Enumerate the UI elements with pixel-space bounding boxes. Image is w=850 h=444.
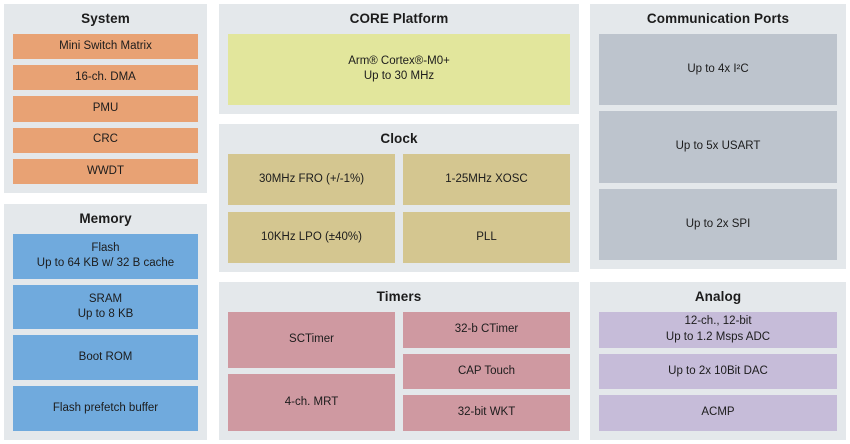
panel-title-core-platform: CORE Platform <box>349 11 449 26</box>
block-label: Up to 4x I²C <box>687 62 749 75</box>
panel-analog: Analog 12-ch., 12-bit Up to 1.2 Msps ADC… <box>590 282 846 440</box>
block-label: Up to 5x USART <box>675 140 761 153</box>
block-text: Flash Up to 64 KB w/ 32 B cache <box>37 241 174 272</box>
block-sublabel: Up to 30 MHz <box>363 70 435 83</box>
block-label: CAP Touch <box>457 364 516 377</box>
panel-title-communication-ports: Communication Ports <box>646 11 790 26</box>
block-xosc[interactable]: 1-25MHz XOSC <box>403 153 570 205</box>
timers-column-left: SCTimer 4-ch. MRT <box>228 311 395 431</box>
block-dac[interactable]: Up to 2x 10Bit DAC <box>599 353 837 390</box>
block-list-system: Mini Switch Matrix 16-ch. DMA PMU CRC WW… <box>13 33 198 184</box>
block-sublabel: Up to 1.2 Msps ADC <box>665 330 771 343</box>
block-acmp[interactable]: ACMP <box>599 395 837 431</box>
block-wkt[interactable]: 32-bit WKT <box>403 395 570 431</box>
block-pll[interactable]: PLL <box>403 211 570 263</box>
block-adc[interactable]: 12-ch., 12-bit Up to 1.2 Msps ADC <box>599 311 837 348</box>
block-label: Up to 2x 10Bit DAC <box>668 364 768 377</box>
block-list-timers: SCTimer 4-ch. MRT 32-b CTimer CAP Touch … <box>228 311 570 431</box>
block-usart[interactable]: Up to 5x USART <box>599 111 837 183</box>
block-label: 1-25MHz XOSC <box>445 172 528 185</box>
block-label: 12-ch., 12-bit <box>684 315 752 328</box>
timers-column-right: 32-b CTimer CAP Touch 32-bit WKT <box>403 311 570 431</box>
block-dma[interactable]: 16-ch. DMA <box>13 65 198 91</box>
panel-core-platform: CORE Platform Arm® Cortex®-M0+ Up to 30 … <box>219 4 579 114</box>
panel-timers: Timers SCTimer 4-ch. MRT 32-b CTimer CAP… <box>219 282 579 440</box>
block-label: SCTimer <box>289 333 334 346</box>
block-i2c[interactable]: Up to 4x I²C <box>599 33 837 106</box>
block-label: Up to 2x SPI <box>685 217 751 230</box>
block-label: Flash prefetch buffer <box>52 401 159 414</box>
block-label: 10KHz LPO (±40%) <box>261 230 362 243</box>
block-label: ACMP <box>701 406 735 419</box>
block-text: Arm® Cortex®-M0+ Up to 30 MHz <box>348 54 450 85</box>
block-mini-switch-matrix[interactable]: Mini Switch Matrix <box>13 33 198 60</box>
block-boot-rom[interactable]: Boot ROM <box>13 335 198 381</box>
block-sram[interactable]: SRAM Up to 8 KB <box>13 284 198 330</box>
block-label: 32-bit WKT <box>457 406 516 419</box>
block-label: 4-ch. MRT <box>284 395 339 408</box>
block-label: CRC <box>93 133 118 146</box>
block-spi[interactable]: Up to 2x SPI <box>599 188 837 260</box>
block-label: PLL <box>476 230 497 243</box>
panel-title-analog: Analog <box>694 289 742 304</box>
block-sctimer[interactable]: SCTimer <box>228 311 395 369</box>
panel-system: System Mini Switch Matrix 16-ch. DMA PMU… <box>4 4 207 193</box>
block-list-memory: Flash Up to 64 KB w/ 32 B cache SRAM Up … <box>13 233 198 431</box>
block-mrt[interactable]: 4-ch. MRT <box>228 374 395 431</box>
panel-title-memory: Memory <box>79 211 132 226</box>
block-arm-cortex-m0plus[interactable]: Arm® Cortex®-M0+ Up to 30 MHz <box>228 33 570 105</box>
panel-clock: Clock 30MHz FRO (+/-1%) 1-25MHz XOSC 10K… <box>219 124 579 272</box>
block-text: SRAM Up to 8 KB <box>78 292 134 323</box>
panel-memory: Memory Flash Up to 64 KB w/ 32 B cache S… <box>4 204 207 440</box>
block-label: 16-ch. DMA <box>75 70 136 83</box>
block-lpo[interactable]: 10KHz LPO (±40%) <box>228 211 395 263</box>
block-list-analog: 12-ch., 12-bit Up to 1.2 Msps ADC Up to … <box>599 311 837 431</box>
panel-title-system: System <box>81 11 130 26</box>
panel-communication-ports: Communication Ports Up to 4x I²C Up to 5… <box>590 4 846 269</box>
block-label: PMU <box>92 102 119 115</box>
block-label: WWDT <box>86 164 125 177</box>
block-flash[interactable]: Flash Up to 64 KB w/ 32 B cache <box>13 233 198 279</box>
block-fro[interactable]: 30MHz FRO (+/-1%) <box>228 153 395 205</box>
block-pmu[interactable]: PMU <box>13 96 198 122</box>
block-label: SRAM <box>88 292 123 305</box>
block-list-core: Arm® Cortex®-M0+ Up to 30 MHz <box>228 33 570 105</box>
block-label: Boot ROM <box>78 351 133 364</box>
block-ctimer[interactable]: 32-b CTimer <box>403 311 570 348</box>
block-sublabel: Up to 8 KB <box>77 308 134 321</box>
block-cap-touch[interactable]: CAP Touch <box>403 353 570 390</box>
block-list-communication: Up to 4x I²C Up to 5x USART Up to 2x SPI <box>599 33 837 260</box>
block-crc[interactable]: CRC <box>13 127 198 153</box>
panel-title-timers: Timers <box>376 289 422 304</box>
block-label: 32-b CTimer <box>454 322 519 335</box>
block-flash-prefetch-buffer[interactable]: Flash prefetch buffer <box>13 386 198 431</box>
block-label: Mini Switch Matrix <box>59 39 152 52</box>
block-label: 30MHz FRO (+/-1%) <box>258 172 365 185</box>
block-wwdt[interactable]: WWDT <box>13 158 198 184</box>
block-sublabel: Up to 64 KB w/ 32 B cache <box>36 257 175 270</box>
panel-title-clock: Clock <box>380 131 418 146</box>
block-text: 12-ch., 12-bit Up to 1.2 Msps ADC <box>666 314 770 345</box>
block-label: Arm® Cortex®-M0+ <box>348 54 450 67</box>
block-label: Flash <box>91 241 120 254</box>
block-list-clock: 30MHz FRO (+/-1%) 1-25MHz XOSC 10KHz LPO… <box>228 153 570 263</box>
